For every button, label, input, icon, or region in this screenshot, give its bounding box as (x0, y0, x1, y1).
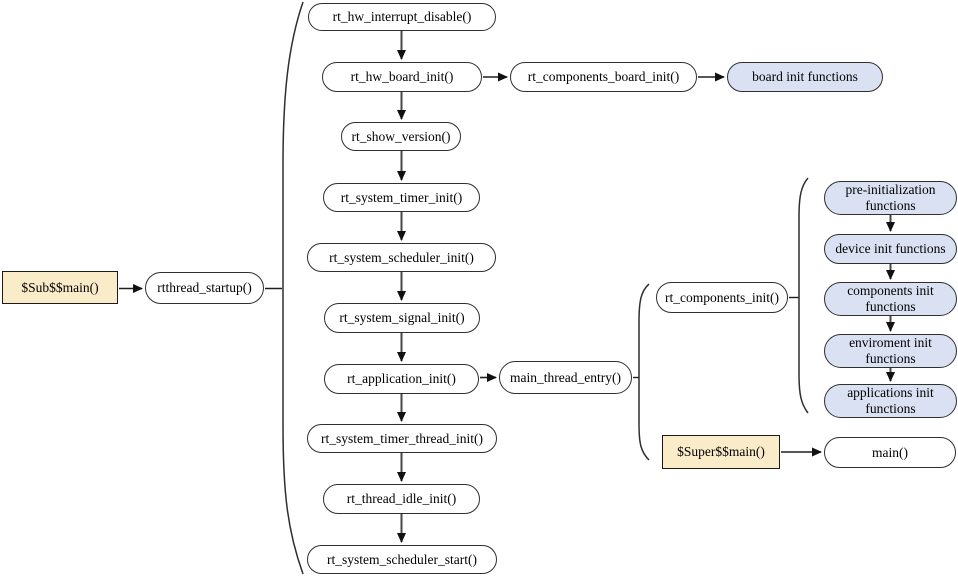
node-rt-show-version: rt_show_version() (341, 122, 461, 151)
node-rt-system-signal-init: rt_system_signal_init() (324, 303, 480, 333)
node-components-init-functions: components init functions (824, 282, 957, 316)
node-rt-thread-idle-init: rt_thread_idle_init() (323, 484, 480, 514)
node-super-main: $Super$$main() (662, 435, 780, 469)
node-rtthread-startup: rtthread_startup() (145, 272, 264, 304)
node-applications-init-functions: applications init functions (824, 384, 957, 418)
brace-main-thread-group (638, 283, 650, 461)
node-sub-main: $Sub$$main() (2, 271, 118, 304)
node-rt-system-timer-init: rt_system_timer_init() (323, 183, 480, 212)
brace-components-init-group (798, 177, 809, 414)
node-rt-system-scheduler-start: rt_system_scheduler_start() (307, 545, 497, 574)
brace-startup-group (282, 1, 304, 575)
node-rt-hw-board-init: rt_hw_board_init() (322, 62, 482, 92)
brace-connectors (265, 287, 799, 379)
node-rt-system-timer-thread-init: rt_system_timer_thread_init() (307, 424, 497, 453)
node-board-init-functions: board init functions (727, 62, 883, 92)
node-rt-application-init: rt_application_init() (324, 364, 479, 394)
group-braces (282, 1, 809, 575)
node-rt-components-init: rt_components_init() (656, 282, 788, 313)
node-main-thread-entry: main_thread_entry() (499, 361, 632, 394)
node-rt-system-scheduler-init: rt_system_scheduler_init() (307, 243, 496, 272)
node-rt-hw-interrupt-disable: rt_hw_interrupt_disable() (308, 3, 496, 31)
node-main: main() (824, 437, 956, 468)
horizontal-arrows (119, 72, 822, 457)
node-enviroment-init-functions: enviroment init functions (824, 334, 957, 368)
node-device-init-functions: device init functions (824, 234, 957, 264)
node-pre-initialization-functions: pre-initialization functions (824, 181, 957, 215)
node-rt-components-board-init: rt_components_board_init() (510, 62, 697, 92)
